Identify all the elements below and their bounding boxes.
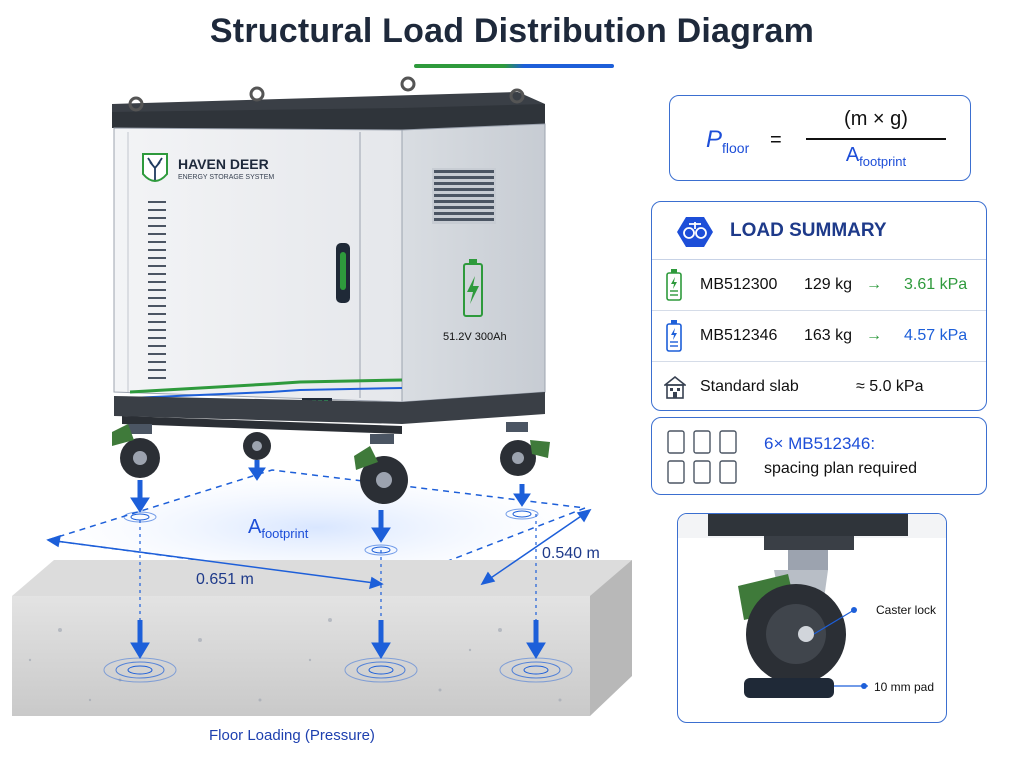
arrow-icon: → xyxy=(866,327,882,344)
cabinet-illustration xyxy=(12,76,632,716)
footprint-symbol: A xyxy=(248,516,262,538)
battery-icon xyxy=(463,259,483,317)
load-summary-title: LOAD SUMMARY xyxy=(730,220,887,241)
spacing-warning-card: 6× MB512346: spacing plan required xyxy=(651,417,987,495)
formula-numerator: (m × g) xyxy=(844,108,908,130)
warning-message: spacing plan required xyxy=(764,460,917,477)
width-dimension-line xyxy=(480,508,592,586)
page-title: Structural Load Distribution Diagram xyxy=(209,12,815,50)
brand-subtitle: ENERGY STORAGE SYSTEM xyxy=(178,174,275,181)
load-row-mb512300: MB512300 129 kg → 3.61 kPa xyxy=(652,260,986,311)
model-label: MB512346 xyxy=(700,327,778,344)
brand-logo xyxy=(142,153,168,182)
footprint-area xyxy=(47,469,586,586)
footprint-area-label: Afootprint xyxy=(248,516,308,541)
load-summary-card: LOAD SUMMARY MB512300 129 kg → 3.61 kPa … xyxy=(651,201,987,411)
pressure-ripples xyxy=(103,508,573,683)
model-label: MB512300 xyxy=(700,276,778,293)
pressure-symbol: Pfloor xyxy=(706,126,749,156)
battery-cabinet xyxy=(112,76,546,434)
arrow-icon: → xyxy=(866,276,882,293)
load-summary-header: LOAD SUMMARY xyxy=(652,202,986,260)
battery-grid-icon xyxy=(667,430,737,484)
pressure-letter: P xyxy=(706,126,723,153)
caster-detail-card: Caster lock 10 mm pad xyxy=(677,513,947,723)
title-underline xyxy=(414,64,614,68)
pressure-subscript: floor xyxy=(722,139,750,156)
formula-card: Pfloor = (m × g) Afootprint xyxy=(669,95,971,181)
fraction-bar xyxy=(806,138,946,140)
load-row-mb512346: MB512346 163 kg → 4.57 kPa xyxy=(652,311,986,362)
caster-lock-label: Caster lock xyxy=(876,603,937,617)
pressure-value: 4.57 kPa xyxy=(904,327,968,344)
area-letter: A xyxy=(845,144,860,166)
mass-value: 129 kg xyxy=(804,276,853,293)
pressure-value: 3.61 kPa xyxy=(904,276,968,293)
building-icon xyxy=(664,375,686,399)
slab-label: Standard slab xyxy=(700,378,799,395)
equals-sign: = xyxy=(770,129,782,151)
slab-row: Standard slab ≈ 5.0 kPa xyxy=(652,362,986,412)
pad-label: 10 mm pad xyxy=(874,680,935,694)
footprint-subscript: footprint xyxy=(261,526,309,541)
load-arrows xyxy=(130,460,546,659)
battery-spec-label: 51.2V 300Ah xyxy=(443,331,507,343)
formula-denominator: Afootprint xyxy=(806,144,946,169)
length-label: 0.651 m xyxy=(196,571,254,588)
brand-name: HAVEN DEER xyxy=(178,156,269,172)
slab-value: ≈ 5.0 kPa xyxy=(856,378,924,395)
area-subscript: footprint xyxy=(859,154,907,169)
blue-battery-icon xyxy=(666,320,682,352)
width-label: 0.540 m xyxy=(542,545,600,562)
length-dimension-line xyxy=(46,534,384,590)
scale-icon xyxy=(677,217,713,247)
caster-closeup xyxy=(678,514,946,698)
warning-count: 6× MB512346: xyxy=(764,434,876,453)
caster-wheels xyxy=(112,422,550,504)
mass-value: 163 kg xyxy=(804,327,853,344)
floor-loading-caption: Floor Loading (Pressure) xyxy=(209,727,375,744)
concrete-slab xyxy=(12,560,632,716)
green-battery-icon xyxy=(666,269,682,301)
